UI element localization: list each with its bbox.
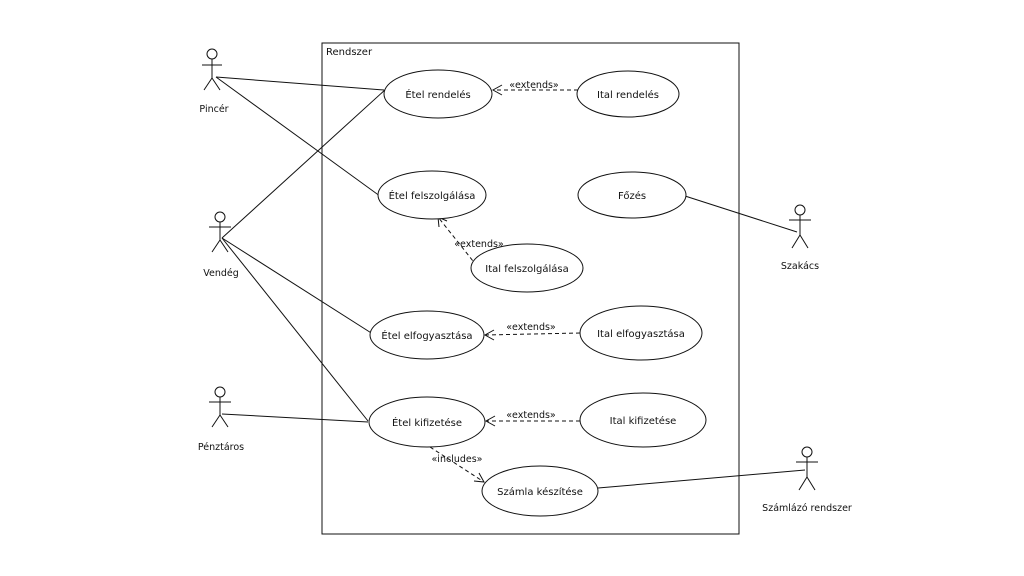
- association-vendeg-etel-kifizetese: [221, 237, 369, 422]
- arrowhead-icon: [473, 472, 485, 483]
- use-case-etel-kifizetese[interactable]: Étel kifizetése: [368, 396, 486, 448]
- use-case-ital-felszolgalasa[interactable]: Ital felszolgálása: [470, 243, 584, 293]
- use-case-etel-felszolgalasa[interactable]: Étel felszolgálása: [377, 170, 487, 220]
- associations: [215, 76, 806, 489]
- association-pincer-etel-rendeles: [215, 76, 385, 91]
- use-case-label: Étel elfogyasztása: [381, 329, 472, 342]
- actor-penztaros[interactable]: Pénztáros: [198, 386, 244, 453]
- use-case-ellipse[interactable]: [576, 70, 680, 118]
- use-case-label: Főzés: [618, 190, 646, 202]
- use-case-label: Ital elfogyasztása: [597, 328, 685, 340]
- use-case-ellipse[interactable]: [481, 465, 599, 517]
- stick-figure-icon: [209, 211, 231, 253]
- dependency-label: «includes»: [432, 454, 483, 465]
- use-cases: Étel rendelés Ital rendelés Étel felszol…: [368, 69, 707, 517]
- actors: Pincér Vendég Pénztáros: [198, 48, 852, 514]
- dependencies: «extends» «extends» «extends» «extends» …: [429, 80, 581, 483]
- use-case-ellipse[interactable]: [377, 170, 487, 220]
- association-szamlazo-szamla-keszitese: [597, 469, 806, 489]
- dependency-label: «extends»: [454, 239, 504, 250]
- system-boundary: Rendszer: [321, 42, 740, 535]
- use-case-label: Ital rendelés: [597, 89, 659, 101]
- stick-figure-icon: [789, 204, 811, 249]
- use-case-label: Étel felszolgálása: [389, 189, 476, 202]
- actor-label: Vendég: [203, 268, 239, 279]
- dependency-ital-elfogyasztasa-extends: «extends»: [483, 322, 581, 341]
- stick-figure-icon: [202, 48, 222, 91]
- use-case-ital-kifizetese[interactable]: Ital kifizetése: [579, 392, 707, 448]
- use-case-etel-elfogyasztasa[interactable]: Étel elfogyasztása: [369, 310, 485, 360]
- actor-label: Pincér: [199, 104, 228, 115]
- dependency-ital-rendeles-extends: «extends»: [491, 80, 578, 96]
- use-case-label: Számla készítése: [497, 486, 583, 498]
- use-case-etel-rendeles[interactable]: Étel rendelés: [383, 69, 493, 119]
- dependency-label: «extends»: [506, 410, 556, 421]
- use-case-label: Ital kifizetése: [610, 415, 677, 427]
- use-case-ellipse[interactable]: [577, 171, 687, 219]
- use-case-ellipse[interactable]: [383, 69, 493, 119]
- dependency-label: «extends»: [506, 322, 556, 333]
- arrowhead-icon: [484, 415, 496, 427]
- use-case-ital-rendeles[interactable]: Ital rendelés: [576, 70, 680, 118]
- use-case-ellipse[interactable]: [470, 243, 584, 293]
- actor-szakacs[interactable]: Szakács: [781, 204, 819, 272]
- use-case-fozes[interactable]: Főzés: [577, 171, 687, 219]
- dependency-line: [437, 216, 478, 267]
- actor-label: Pénztáros: [198, 442, 244, 453]
- arrowhead-icon: [483, 329, 495, 341]
- stick-figure-icon: [796, 446, 818, 491]
- association-szakacs-fozes: [684, 195, 798, 233]
- dependency-line: [429, 446, 485, 483]
- dependency-label: «extends»: [509, 80, 559, 91]
- actor-vendeg[interactable]: Vendég: [203, 211, 239, 279]
- association-penztaros-etel-kifizetese: [221, 413, 369, 423]
- dependency-ital-kifizetese-extends: «extends»: [484, 410, 580, 427]
- use-case-ital-elfogyasztasa[interactable]: Ital elfogyasztása: [579, 305, 703, 361]
- use-case-ellipse[interactable]: [369, 310, 485, 360]
- actor-label: Szakács: [781, 261, 819, 272]
- use-case-szamla-keszitese[interactable]: Számla készítése: [481, 465, 599, 517]
- association-vendeg-etel-rendeles: [221, 88, 387, 239]
- actor-label: Számlázó rendszer: [762, 503, 852, 514]
- association-vendeg-etel-elfogyasztasa: [221, 237, 377, 337]
- dependency-line: [484, 332, 581, 336]
- actor-pincer[interactable]: Pincér: [199, 48, 229, 115]
- use-case-ellipse[interactable]: [579, 305, 703, 361]
- dependency-etel-kifizetese-includes: «includes»: [429, 446, 485, 483]
- use-case-label: Étel rendelés: [405, 88, 470, 101]
- use-case-label: Étel kifizetése: [392, 416, 462, 429]
- arrowhead-icon: [491, 84, 503, 96]
- stick-figure-icon: [209, 386, 231, 428]
- system-boundary-rect: [321, 42, 740, 535]
- system-label: Rendszer: [326, 47, 373, 58]
- association-pincer-etel-felszolgalasa: [215, 76, 396, 208]
- use-case-label: Ital felszolgálása: [485, 263, 568, 275]
- use-case-ellipse[interactable]: [579, 392, 707, 448]
- use-case-ellipse[interactable]: [368, 396, 486, 448]
- actor-szamlazo-rendszer[interactable]: Számlázó rendszer: [762, 446, 852, 514]
